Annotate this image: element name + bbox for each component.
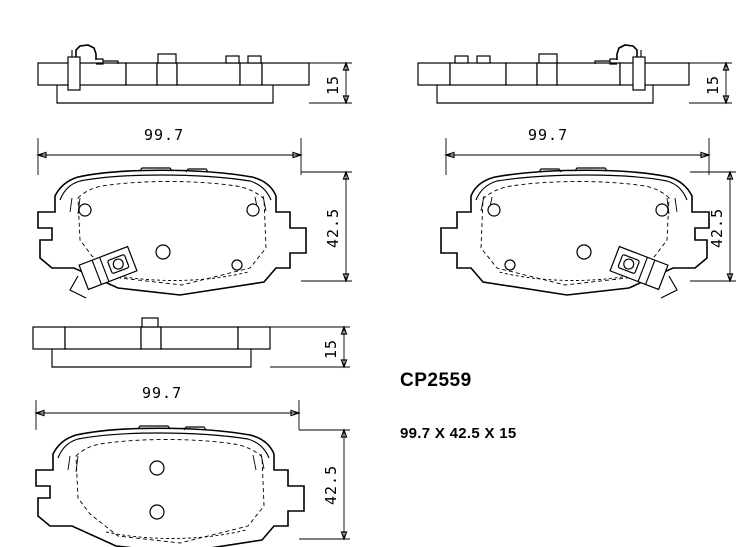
part-code-label: CP2559 <box>400 370 472 391</box>
plain-pad-plan-view-group <box>34 400 350 547</box>
dim-length-bottom-left: 99.7 <box>142 384 183 402</box>
dim-length-top-left: 99.7 <box>144 126 185 144</box>
right-pad-side-view-group <box>417 44 732 105</box>
dim-height-bottom-left: 42.5 <box>322 464 340 505</box>
left-pad-plan-view-group <box>36 138 352 299</box>
dim-height-top-right: 42.5 <box>708 207 726 248</box>
plain-pad-side-view-group <box>32 317 350 369</box>
dim-thickness-top-left: 15 <box>324 74 342 95</box>
right-pad-plan-view-group <box>440 167 710 299</box>
dim-thickness-bottom-left: 15 <box>322 338 340 359</box>
right-pad-plan-dimensions <box>444 138 736 283</box>
dim-length-top-right: 99.7 <box>528 126 569 144</box>
dim-thickness-top-right: 15 <box>704 74 722 95</box>
part-dimensions-label: 99.7 X 42.5 X 15 <box>400 425 517 442</box>
dim-height-top-left: 42.5 <box>324 207 342 248</box>
left-pad-side-view-group <box>37 44 352 105</box>
